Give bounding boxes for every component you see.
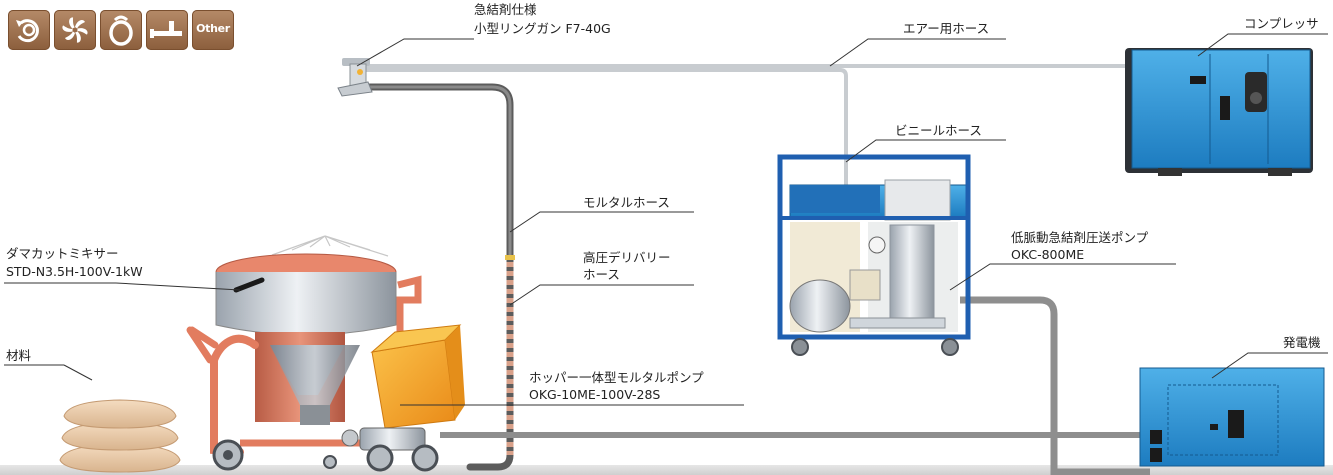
label-accel-pump-model: OKC-800ME (1011, 247, 1084, 262)
material-bags (59, 399, 181, 473)
tab-other-label: Other (196, 22, 230, 35)
ring-gun (337, 58, 373, 97)
label-high-pressure-hose-1: 高圧デリバリー (583, 250, 671, 265)
tab-rotary-pump[interactable] (8, 10, 50, 50)
fan-icon (62, 17, 88, 43)
rotary-pump-icon (16, 19, 39, 43)
label-generator: 発電機 (1283, 335, 1321, 350)
label-compressor: コンプレッサ (1244, 16, 1319, 31)
tab-fan[interactable] (54, 10, 96, 50)
label-gun-spec: 急結剤仕様 (474, 2, 537, 17)
label-hopper-pump-model: OKG-10ME-100V-28S (529, 387, 660, 402)
ground-hoses (440, 296, 1150, 475)
compressor (1125, 48, 1313, 176)
air-hose (355, 64, 1140, 190)
label-mortar-hose: モルタルホース (583, 195, 670, 210)
floor (0, 465, 1333, 475)
label-hopper-pump-name: ホッパー一体型モルタルポンプ (529, 370, 704, 385)
label-vinyl-hose: ビニールホース (895, 123, 982, 138)
spray-gun-icon (150, 21, 182, 38)
label-mixer-model: STD-N3.5H-100V-1kW (6, 264, 143, 279)
hose-coil-icon (109, 15, 133, 46)
label-mixer-name: ダマカットミキサー (6, 246, 119, 261)
label-accel-pump-name: 低脈動急結剤圧送ポンプ (1011, 230, 1149, 245)
label-material: 材料 (6, 348, 32, 363)
label-air-hose: エアー用ホース (903, 21, 989, 36)
label-gun-model: 小型リングガン F7-40G (474, 21, 611, 36)
hopper-pump (341, 324, 465, 451)
tab-other[interactable]: Other (192, 10, 234, 50)
generator (1139, 367, 1325, 467)
tab-spray-gun[interactable] (146, 10, 188, 50)
label-high-pressure-hose-2: ホース (583, 267, 620, 282)
tab-hose[interactable] (100, 10, 142, 50)
wheels (212, 439, 439, 472)
leader-lines (4, 33, 1328, 406)
accelerator-pump-cart (777, 154, 971, 356)
mortar-hose (356, 83, 515, 471)
mixer (186, 235, 422, 456)
